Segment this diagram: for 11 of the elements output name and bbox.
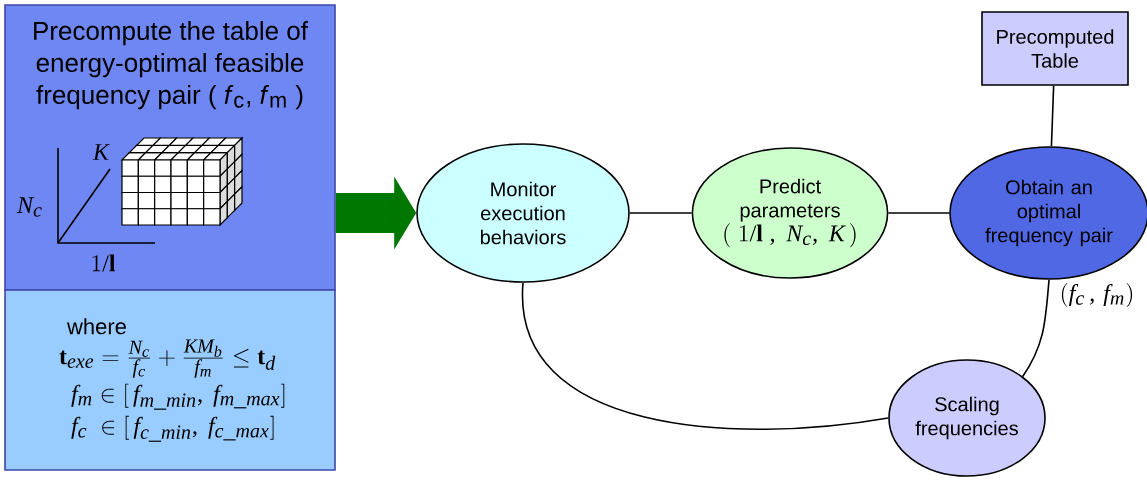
axis-label: $1/\mathbf{l}$	[92, 254, 116, 272]
edge-label: $(f_{c}\,,\,f_{m})$	[1061, 283, 1133, 308]
connector-line	[1050, 85, 1055, 148]
connector-line	[887, 212, 950, 214]
connector-line	[629, 212, 693, 214]
connector-line	[1021, 279, 1050, 378]
formula-panel: where $\mathbf{t}_{exe}=\frac{N_{c}}{f_{c}}+\frac{KM_{b}}{f_{m}}\le\mathbf{t}_{d}$ $f_{m}\in\mathbf{[}\,f_{m\_min},\ f_{m\_max}\mathbf{]}$ $f_{c}\ \in\mathbf{[}\,f_{c\_min},\ f_{c\_max}\mathbf{]}$	[4, 289, 336, 471]
axis-label: $N_{c}$	[16, 197, 42, 217]
table-box: Precomputed Table	[981, 11, 1129, 86]
axis-label: $K$	[92, 144, 111, 160]
connector-line	[522, 282, 889, 431]
